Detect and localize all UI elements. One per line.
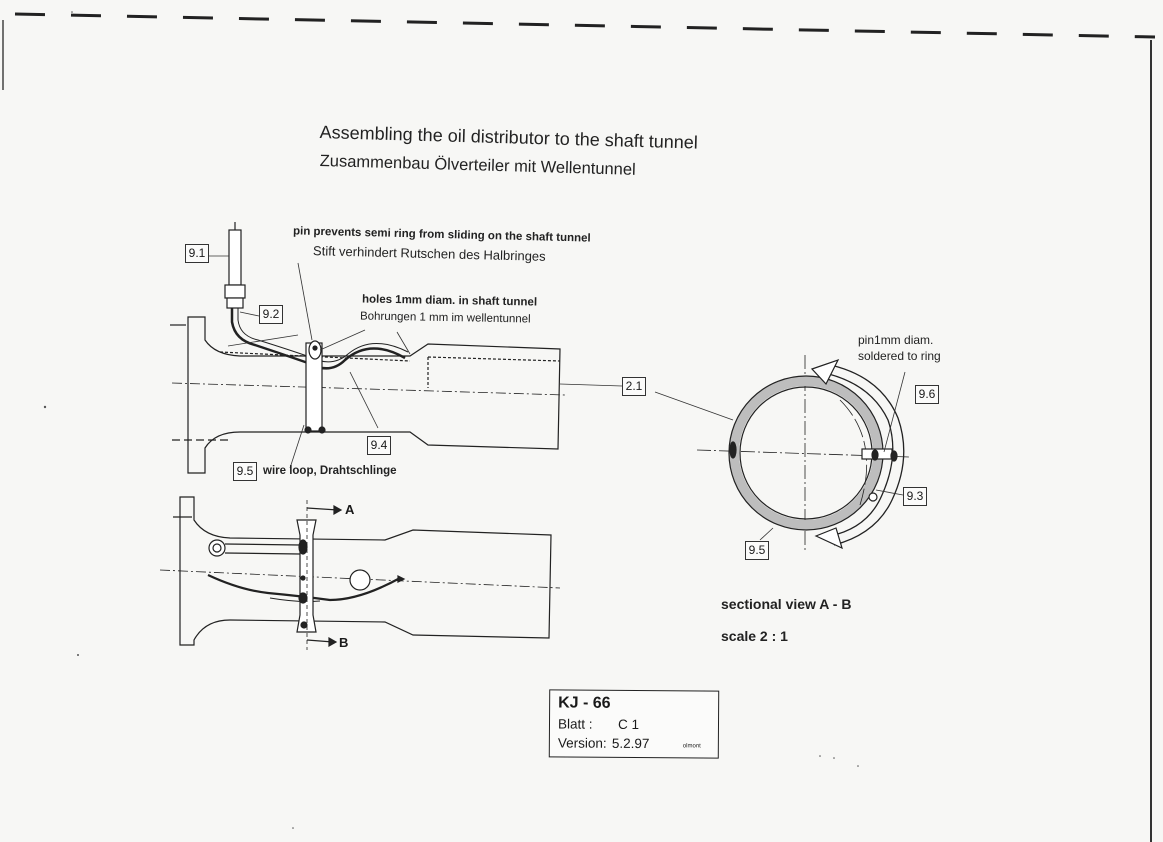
author-mark: olmont: [682, 743, 701, 750]
drawing-code: KJ - 66: [558, 694, 611, 712]
callout-9-6: 9.6: [915, 385, 939, 404]
sheet-label: Blatt :: [557, 716, 593, 732]
section-scale: scale 2 : 1: [721, 628, 788, 644]
sheet-value: C 1: [617, 716, 640, 733]
callout-9-5-section: 9.5: [745, 541, 769, 560]
sectional-view-drawing: [696, 355, 911, 550]
pin-assembly-top: [304, 340, 326, 434]
leader-lines-top: [209, 255, 623, 469]
leader-lines-section: [654, 371, 906, 541]
note-wire-loop: wire loop, Drahtschlinge: [263, 465, 397, 477]
specks: [43, 11, 859, 829]
perforation-line: [14, 12, 1156, 39]
version-value: 5.2.97: [611, 735, 650, 752]
section-mark-b: B: [339, 635, 349, 650]
callout-9-1: 9.1: [185, 244, 209, 263]
ring-bottom: [296, 500, 343, 650]
section-caption: sectional view A - B: [721, 596, 852, 612]
section-mark-a: A: [345, 502, 355, 517]
callout-9-5-top: 9.5: [233, 462, 257, 481]
version-label: Version:: [557, 735, 607, 751]
callout-9-2: 9.2: [259, 305, 283, 324]
callout-9-4: 9.4: [367, 436, 391, 455]
note-pin-soldered-1: pin1mm diam.: [858, 333, 934, 347]
note-pin-soldered-2: soldered to ring: [858, 349, 941, 363]
callout-9-3: 9.3: [903, 487, 927, 506]
callout-2-1: 2.1: [622, 377, 646, 396]
title-block: KJ - 66 Blatt : C 1 Version: 5.2.97 olmo…: [548, 689, 720, 759]
